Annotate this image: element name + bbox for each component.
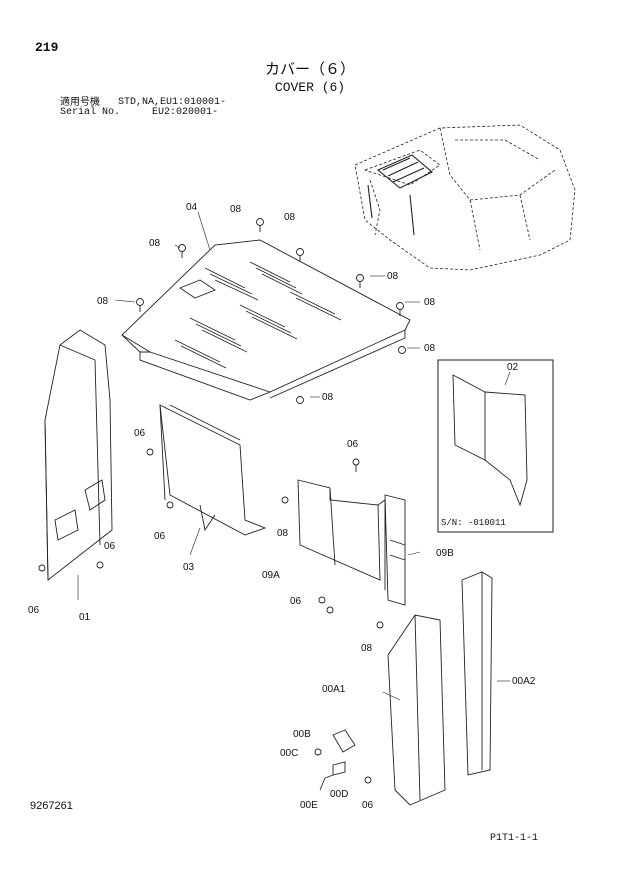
- top-cover-04: [121, 239, 411, 401]
- leader-lines: [77, 211, 511, 701]
- callout-06: 06: [347, 439, 359, 450]
- callout-06: 06: [290, 596, 302, 607]
- callout-00c: 00C: [280, 748, 298, 759]
- side-panel-01: [38, 329, 113, 581]
- callout-00b: 00B: [293, 729, 311, 740]
- callout-00e: 00E: [300, 800, 318, 811]
- callout-08: 08: [230, 204, 242, 215]
- callout-01: 01: [79, 612, 91, 623]
- bracket-03: [146, 404, 267, 536]
- serial-label-english: Serial No.: [60, 107, 121, 118]
- bar-00a2: [461, 571, 493, 776]
- bolts-08: [136, 218, 406, 404]
- callout-09a: 09A: [262, 570, 280, 581]
- callout-08: 08: [149, 238, 161, 249]
- callout-06: 06: [28, 605, 40, 616]
- callout-08: 08: [277, 528, 289, 539]
- callout-06: 06: [104, 541, 116, 552]
- inset-serial: S/N: -010011: [441, 518, 506, 528]
- callout-06: 06: [154, 531, 166, 542]
- callout-06: 06: [134, 428, 146, 439]
- panel-09b: [384, 494, 406, 606]
- machine-overview: [354, 124, 576, 271]
- callout-02: 02: [507, 362, 519, 373]
- callout-04: 04: [186, 202, 198, 213]
- title-japanese: カバー（６）: [264, 60, 355, 78]
- callout-08: 08: [424, 297, 436, 308]
- callout-06: 06: [362, 800, 374, 811]
- machine-highlighted-cover: [367, 154, 433, 236]
- callout-08: 08: [361, 643, 373, 654]
- callout-08: 08: [387, 271, 399, 282]
- callout-labels: 04 08 08 08 08 08 08 08 08 08 08 02 S/N:…: [28, 202, 536, 811]
- page-reference: P1T1-1-1: [490, 833, 539, 844]
- callout-00a2: 00A2: [512, 676, 536, 687]
- callout-08: 08: [322, 392, 334, 403]
- serial-range-std: STD,NA,EU1:010001-: [118, 97, 227, 108]
- callout-08: 08: [284, 212, 296, 223]
- callout-09b: 09B: [436, 548, 454, 559]
- small-parts: [314, 729, 356, 791]
- callout-08: 08: [97, 296, 109, 307]
- serial-label-japanese: 適用号機: [60, 97, 100, 108]
- callout-08: 08: [424, 343, 436, 354]
- panel-09a: [281, 479, 386, 590]
- pillar-00a1: [376, 614, 446, 806]
- callout-03: 03: [183, 562, 195, 573]
- serial-range-eu2: EU2:020001-: [152, 107, 219, 118]
- callout-00d: 00D: [330, 789, 348, 800]
- callout-00a1: 00A1: [322, 684, 346, 695]
- title-english: COVER (6): [274, 80, 346, 95]
- document-number: 9267261: [30, 800, 73, 812]
- inset-part-02: [437, 359, 554, 533]
- page-number: 219: [35, 40, 59, 55]
- bolts-06: [318, 458, 372, 784]
